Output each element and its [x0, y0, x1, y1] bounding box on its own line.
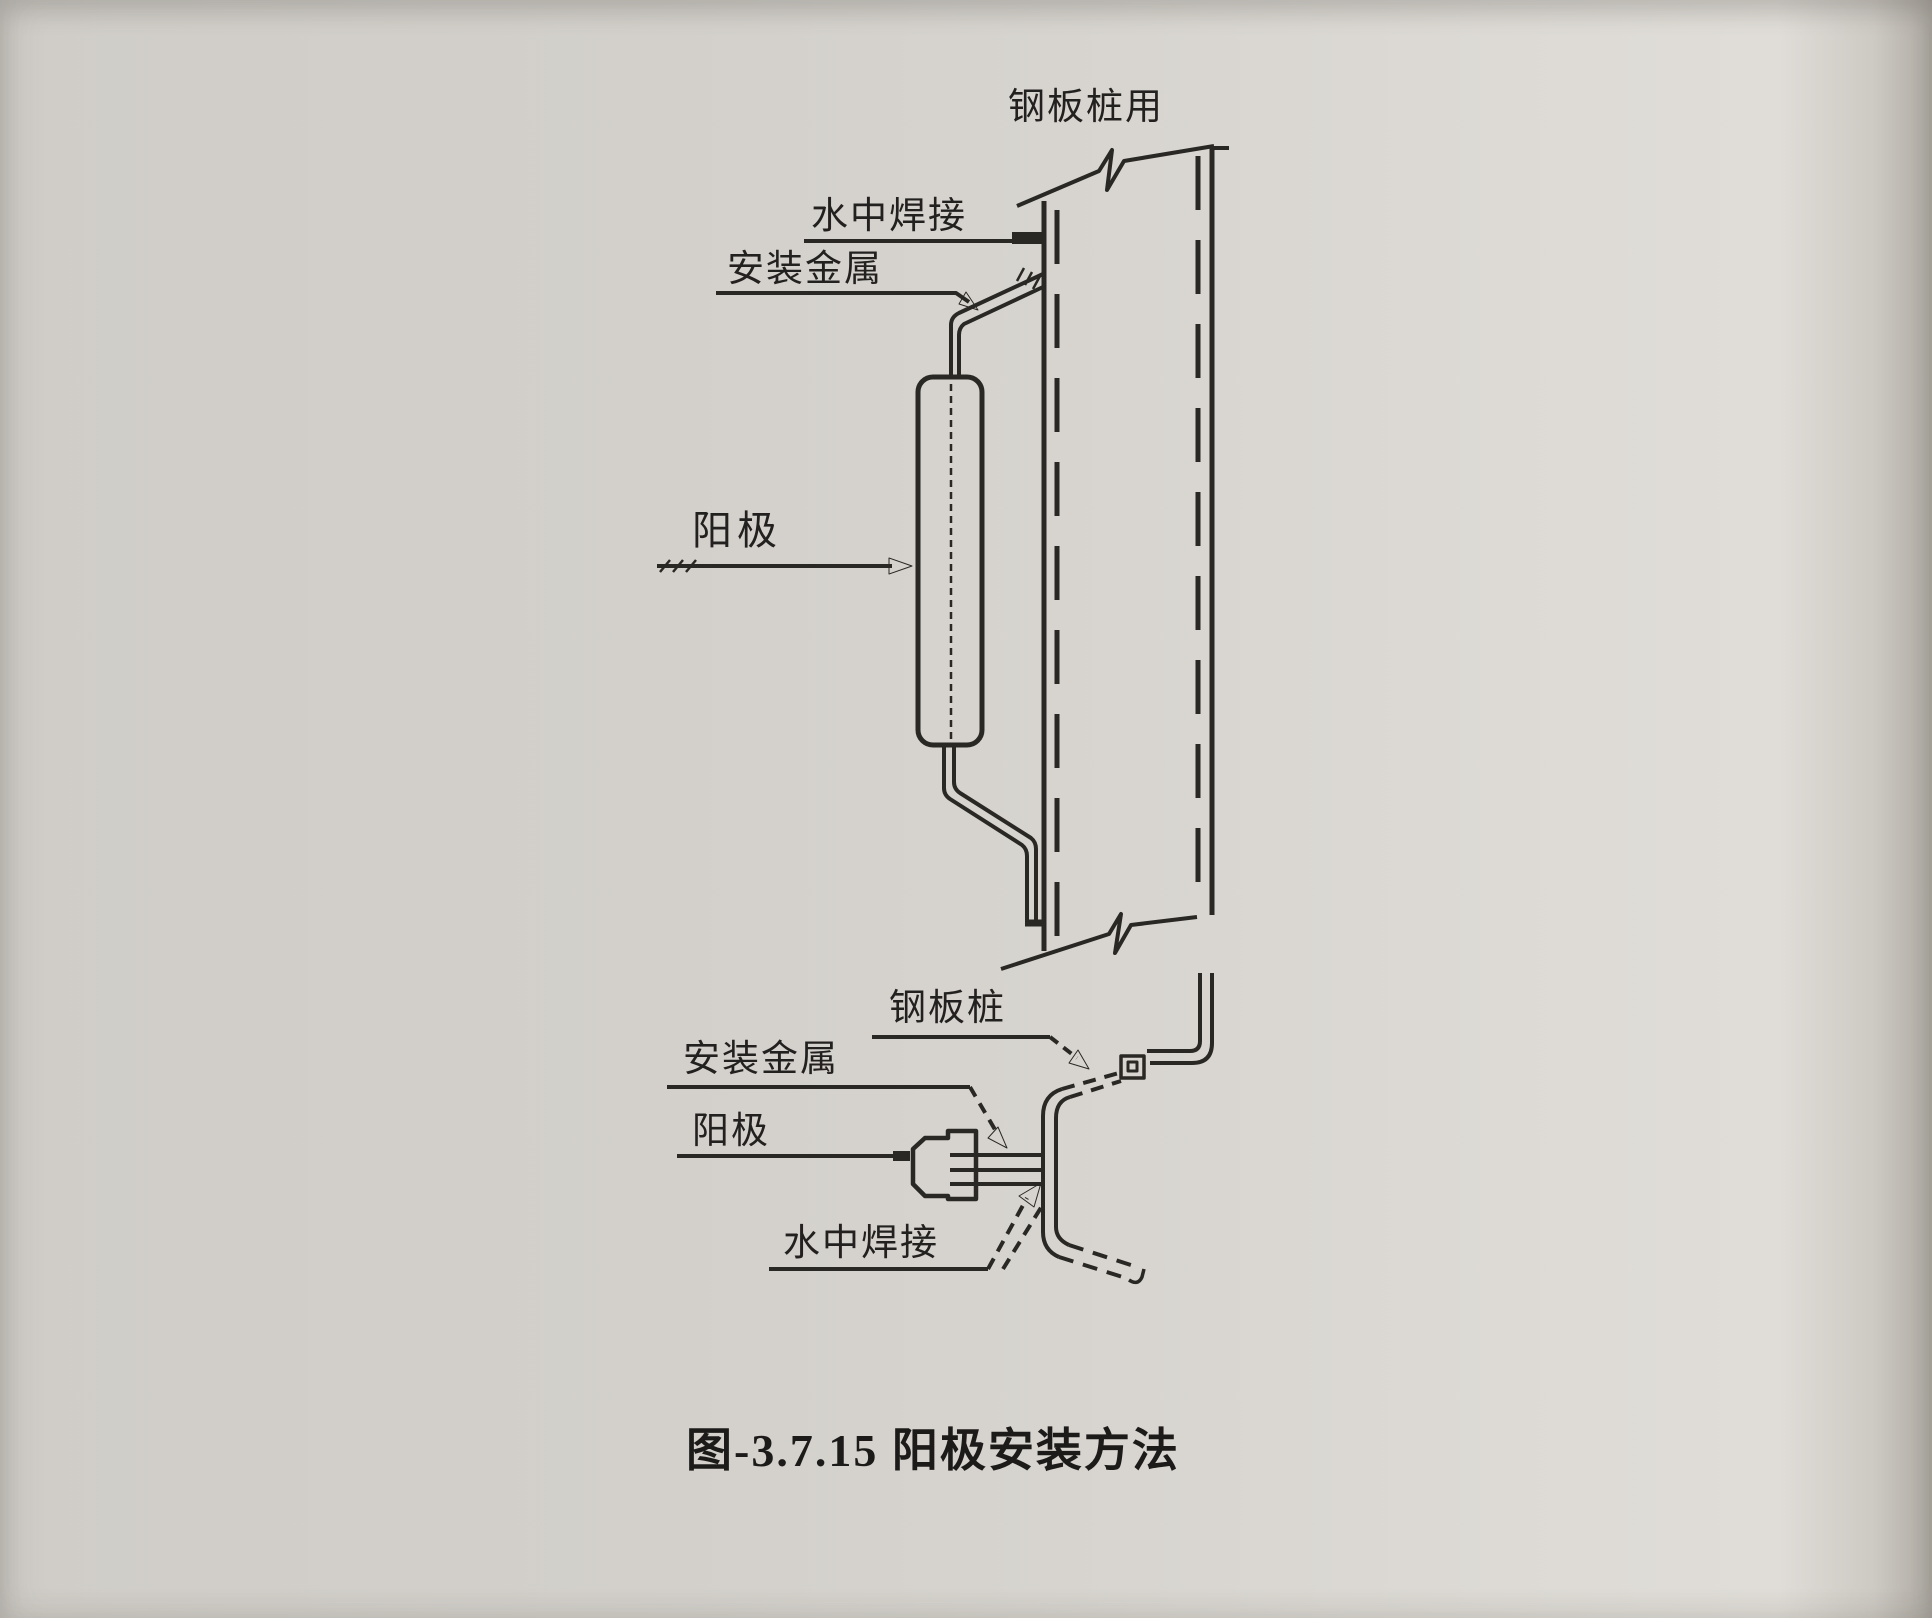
anode-cable-outer	[1150, 973, 1214, 1065]
label-underwater-weld-bottom: 水中焊接	[783, 1222, 939, 1263]
label-underwater-weld-top: 水中焊接	[811, 195, 967, 236]
weld-mark-top	[1012, 232, 1042, 244]
anode-leader-bottom-tick	[893, 1151, 910, 1161]
pile-interlock-clip-inner	[1126, 1060, 1139, 1073]
anode-cable-inner	[1147, 973, 1202, 1053]
upper-elevation-view	[657, 144, 1229, 971]
label-mount-metal-top: 安装金属	[727, 248, 883, 289]
pile-interlock-clip-outer	[1119, 1054, 1146, 1080]
anode-cylinder	[915, 374, 985, 748]
label-pile-use-top: 钢板桩用	[1008, 86, 1164, 127]
sheet-pile-leader-dash	[1048, 1035, 1079, 1060]
label-sheet-pile-bottom: 钢板桩	[889, 987, 1006, 1028]
pile-plan-dash-upper-a	[1061, 1071, 1120, 1091]
anode-conductor-outer	[942, 747, 1029, 921]
anode-plug-outline	[910, 1128, 979, 1202]
label-anode-bottom: 阳极	[692, 1110, 770, 1151]
top-break-line	[1016, 144, 1215, 208]
pile-plan-dash-lower-b	[1068, 1243, 1138, 1269]
label-mount-metal-bottom: 安装金属	[683, 1038, 839, 1079]
anode-conductor-inner	[952, 747, 1038, 921]
underwater-weld-leader-dash-a	[986, 1197, 1029, 1270]
pile-plan-dash-lower-a	[1058, 1255, 1130, 1281]
anode-leader-arrowhead	[888, 557, 913, 575]
pile-plan-end-hook	[1128, 1268, 1146, 1285]
underwater-weld-leader-dash-b	[1001, 1204, 1044, 1271]
pile-plan-left-inner	[1054, 1095, 1071, 1247]
mount-metal-leader-bottom-arrowhead	[987, 1126, 1008, 1149]
bottom-break-line	[1000, 912, 1198, 971]
strip-weld-hatch	[1015, 267, 1042, 290]
mount-metal-leader-bottom-dash	[968, 1085, 999, 1135]
figure-caption: 图-3.7.15 阳极安装方法	[686, 1425, 1180, 1476]
underwater-weld-leader-arrowhead	[1018, 1182, 1042, 1208]
label-anode-top: 阳极	[692, 509, 782, 553]
mount-metal-leader-top	[716, 291, 971, 304]
lower-plan-detail	[667, 973, 1214, 1285]
mount-metal-strip-inner	[957, 285, 1044, 377]
pile-plan-left-outer	[1041, 1087, 1063, 1259]
mount-metal-strip-outer	[949, 272, 1044, 377]
pile-plan-dash-upper-b	[1069, 1079, 1122, 1099]
sheet-pile-leader-arrowhead	[1068, 1049, 1090, 1070]
